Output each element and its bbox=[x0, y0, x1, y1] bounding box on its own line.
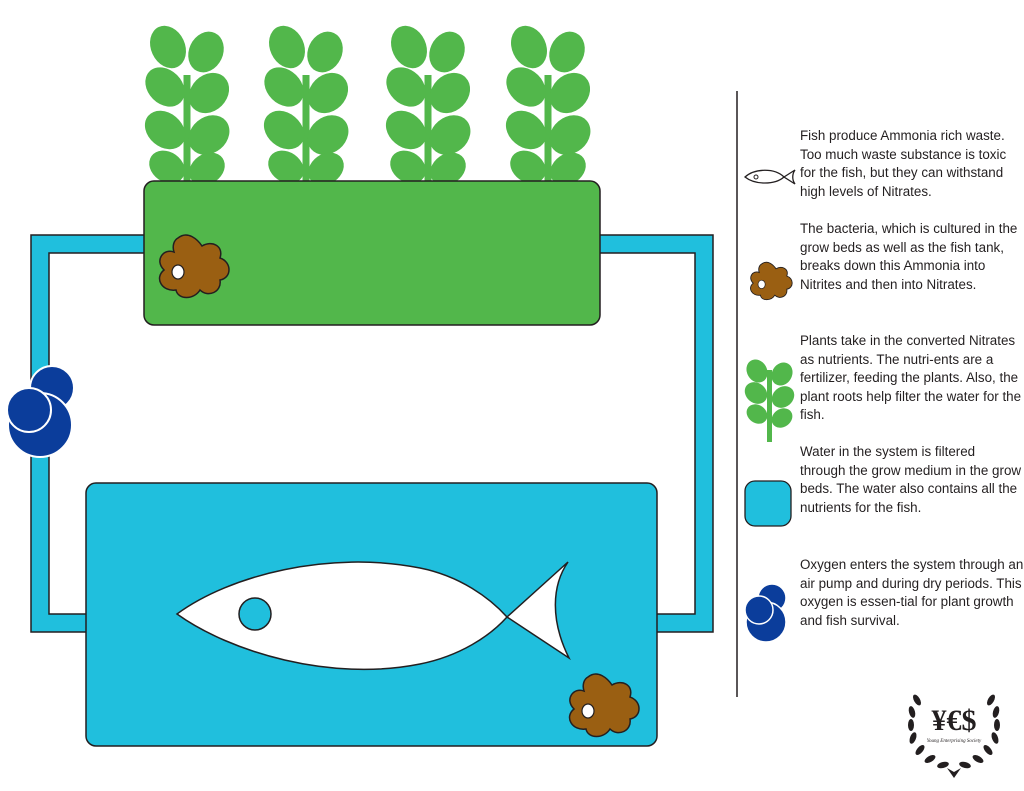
logo-wordmark: ¥€$ bbox=[932, 704, 977, 737]
plant bbox=[498, 19, 599, 193]
oxygen-icon bbox=[744, 583, 787, 643]
yes-logo: ¥€$ Young Enterprising Society bbox=[908, 694, 1000, 778]
water-icon bbox=[744, 480, 792, 527]
oxygen-bubbles bbox=[6, 365, 75, 458]
plant-icon bbox=[744, 359, 795, 442]
legend-text-fish: Fish produce Ammonia rich waste. Too muc… bbox=[800, 128, 1007, 199]
bacteria-icon bbox=[750, 261, 793, 301]
legend-text-water: Water in the system is filtered through … bbox=[800, 444, 1022, 515]
logo-tagline: Young Enterprising Society bbox=[927, 739, 982, 744]
grow-bed bbox=[143, 180, 601, 326]
legend-text-bacteria: The bacteria, which is cultured in the g… bbox=[800, 221, 1018, 292]
fish bbox=[175, 561, 571, 671]
plant bbox=[137, 19, 238, 193]
legend-text-oxygen: Oxygen enters the system through an air … bbox=[800, 557, 1024, 628]
plant bbox=[378, 19, 479, 193]
fish-icon bbox=[743, 169, 796, 185]
legend-text-plants: Plants take in the converted Nitrates as… bbox=[800, 333, 1022, 423]
plant bbox=[256, 19, 357, 193]
